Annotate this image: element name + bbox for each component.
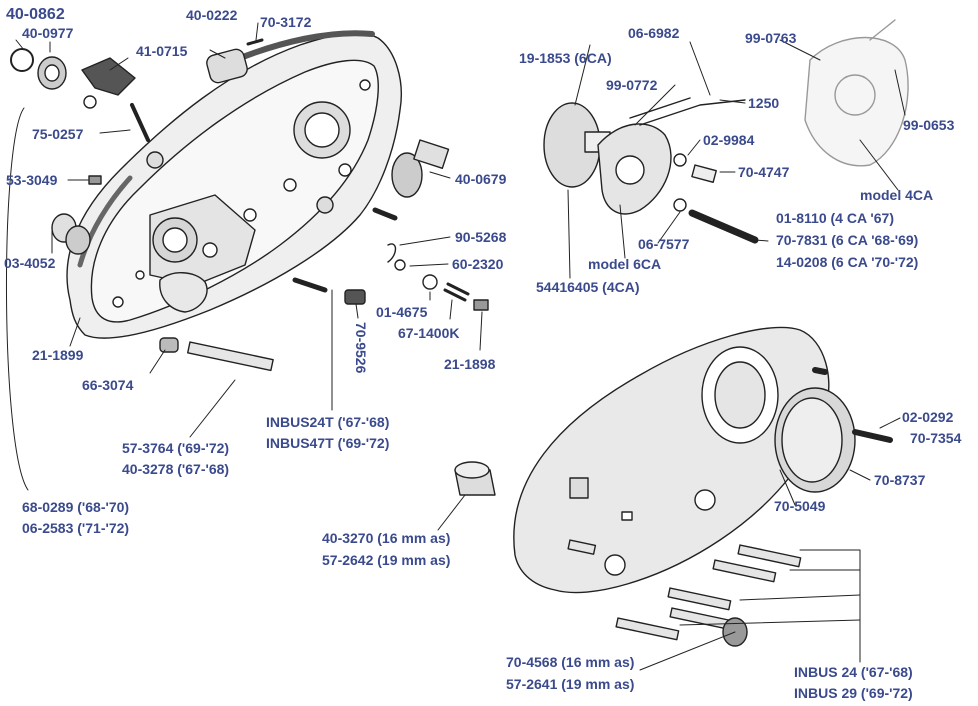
label-70-8737: 70-8737 [874,472,926,488]
small-screw-part [88,175,102,185]
label-90-5268: 90-5268 [455,229,507,245]
label-14-0208: 14-0208 (6 CA '70-'72) [776,254,919,270]
label-70-7831: 70-7831 (6 CA '68-'69) [776,232,919,248]
label-66-3074: 66-3074 [82,377,134,393]
label-model-6ca: model 6CA [588,256,662,272]
plug-70-9526 [344,289,366,305]
label-68-0289: 68-0289 ('68-'70) [22,499,130,515]
label-70-3172: 70-3172 [260,14,312,30]
label-60-2320: 60-2320 [452,256,504,272]
label-01-4675: 01-4675 [376,304,428,320]
label-40-0679: 40-0679 [455,171,507,187]
label-03-4052: 03-4052 [4,255,56,271]
label-inbus24t: INBUS24T ('67-'68) [266,414,390,430]
label-57-2641: 57-2641 (19 mm as) [506,676,635,692]
label-06-2583: 06-2583 ('71-'72) [22,520,130,536]
label-01-8110: 01-8110 (4 CA '67) [776,210,894,226]
label-57-3764: 57-3764 ('69-'72) [122,440,230,456]
side-cover [513,326,830,594]
label-inbus29: INBUS 29 ('69-'72) [794,685,913,701]
bearing-40-0679 [391,139,450,198]
ignition-stator-6ca [543,97,746,215]
washer-60-2320 [394,259,406,271]
label-70-9526: 70-9526 [353,322,369,374]
washer-02-9984 [673,153,687,167]
label-99-0772: 99-0772 [606,77,658,93]
label-06-7577: 06-7577 [638,236,690,252]
label-40-0862: 40-0862 [6,6,65,23]
label-inbus24: INBUS 24 ('67-'68) [794,664,913,680]
label-75-0257: 75-0257 [32,126,84,142]
bush-part [51,213,91,255]
bolt-01-8110 [688,209,759,244]
cover-cap-70-8737 [774,387,856,493]
spring-clip-part [387,243,397,263]
bearing-part [37,56,67,90]
label-40-3278: 40-3278 ('67-'68) [122,461,230,477]
pin-part [130,103,150,142]
gear-lever-rubber [81,57,136,96]
label-1250: 1250 [748,95,780,111]
screw-cover-top [812,367,828,375]
bush-40-0222 [206,48,248,84]
label-40-0977: 40-0977 [22,25,74,41]
label-70-4568: 70-4568 (16 mm as) [506,654,635,670]
leader-lines [6,22,906,671]
label-40-3270: 40-3270 (16 mm as) [322,530,451,546]
ball-part [422,274,438,290]
washer-06-7577 [673,198,687,212]
screw-part [372,207,398,221]
label-57-2642: 57-2642 (19 mm as) [322,552,451,568]
spring-part [443,282,470,302]
label-21-1898: 21-1898 [444,356,496,372]
bush-40-3270 [454,461,496,496]
label-02-0292: 02-0292 [902,409,954,425]
label-21-1899: 21-1899 [32,347,84,363]
plug-part [473,299,489,311]
label-19-1853: 19-1853 (6CA) [519,50,612,66]
ignition-4ca [804,19,909,167]
label-41-0715: 41-0715 [136,43,188,59]
dowel-part [246,38,264,46]
label-54416405: 54416405 (4CA) [536,279,640,295]
inbus-bolt-part [292,277,328,293]
label-70-7354: 70-7354 [910,430,962,446]
label-53-3049: 53-3049 [6,172,58,188]
label-70-4747: 70-4747 [738,164,790,180]
crankcase-half [66,30,402,339]
circlip-part [10,48,34,72]
screw-70-4747 [691,164,717,183]
label-99-0763: 99-0763 [745,30,797,46]
label-06-6982: 06-6982 [628,25,680,41]
label-model-4ca: model 4CA [860,187,934,203]
bolt-stud-part [159,337,274,372]
label-40-0222: 40-0222 [186,7,238,23]
screw-70-7354 [852,429,893,443]
label-inbus47t: INBUS47T ('69-'72) [266,435,390,451]
washer-part [83,95,97,109]
label-70-5049: 70-5049 [774,498,826,514]
label-02-9984: 02-9984 [703,132,755,148]
label-67-1400k: 67-1400K [398,325,460,341]
label-99-0653: 99-0653 [903,117,955,133]
